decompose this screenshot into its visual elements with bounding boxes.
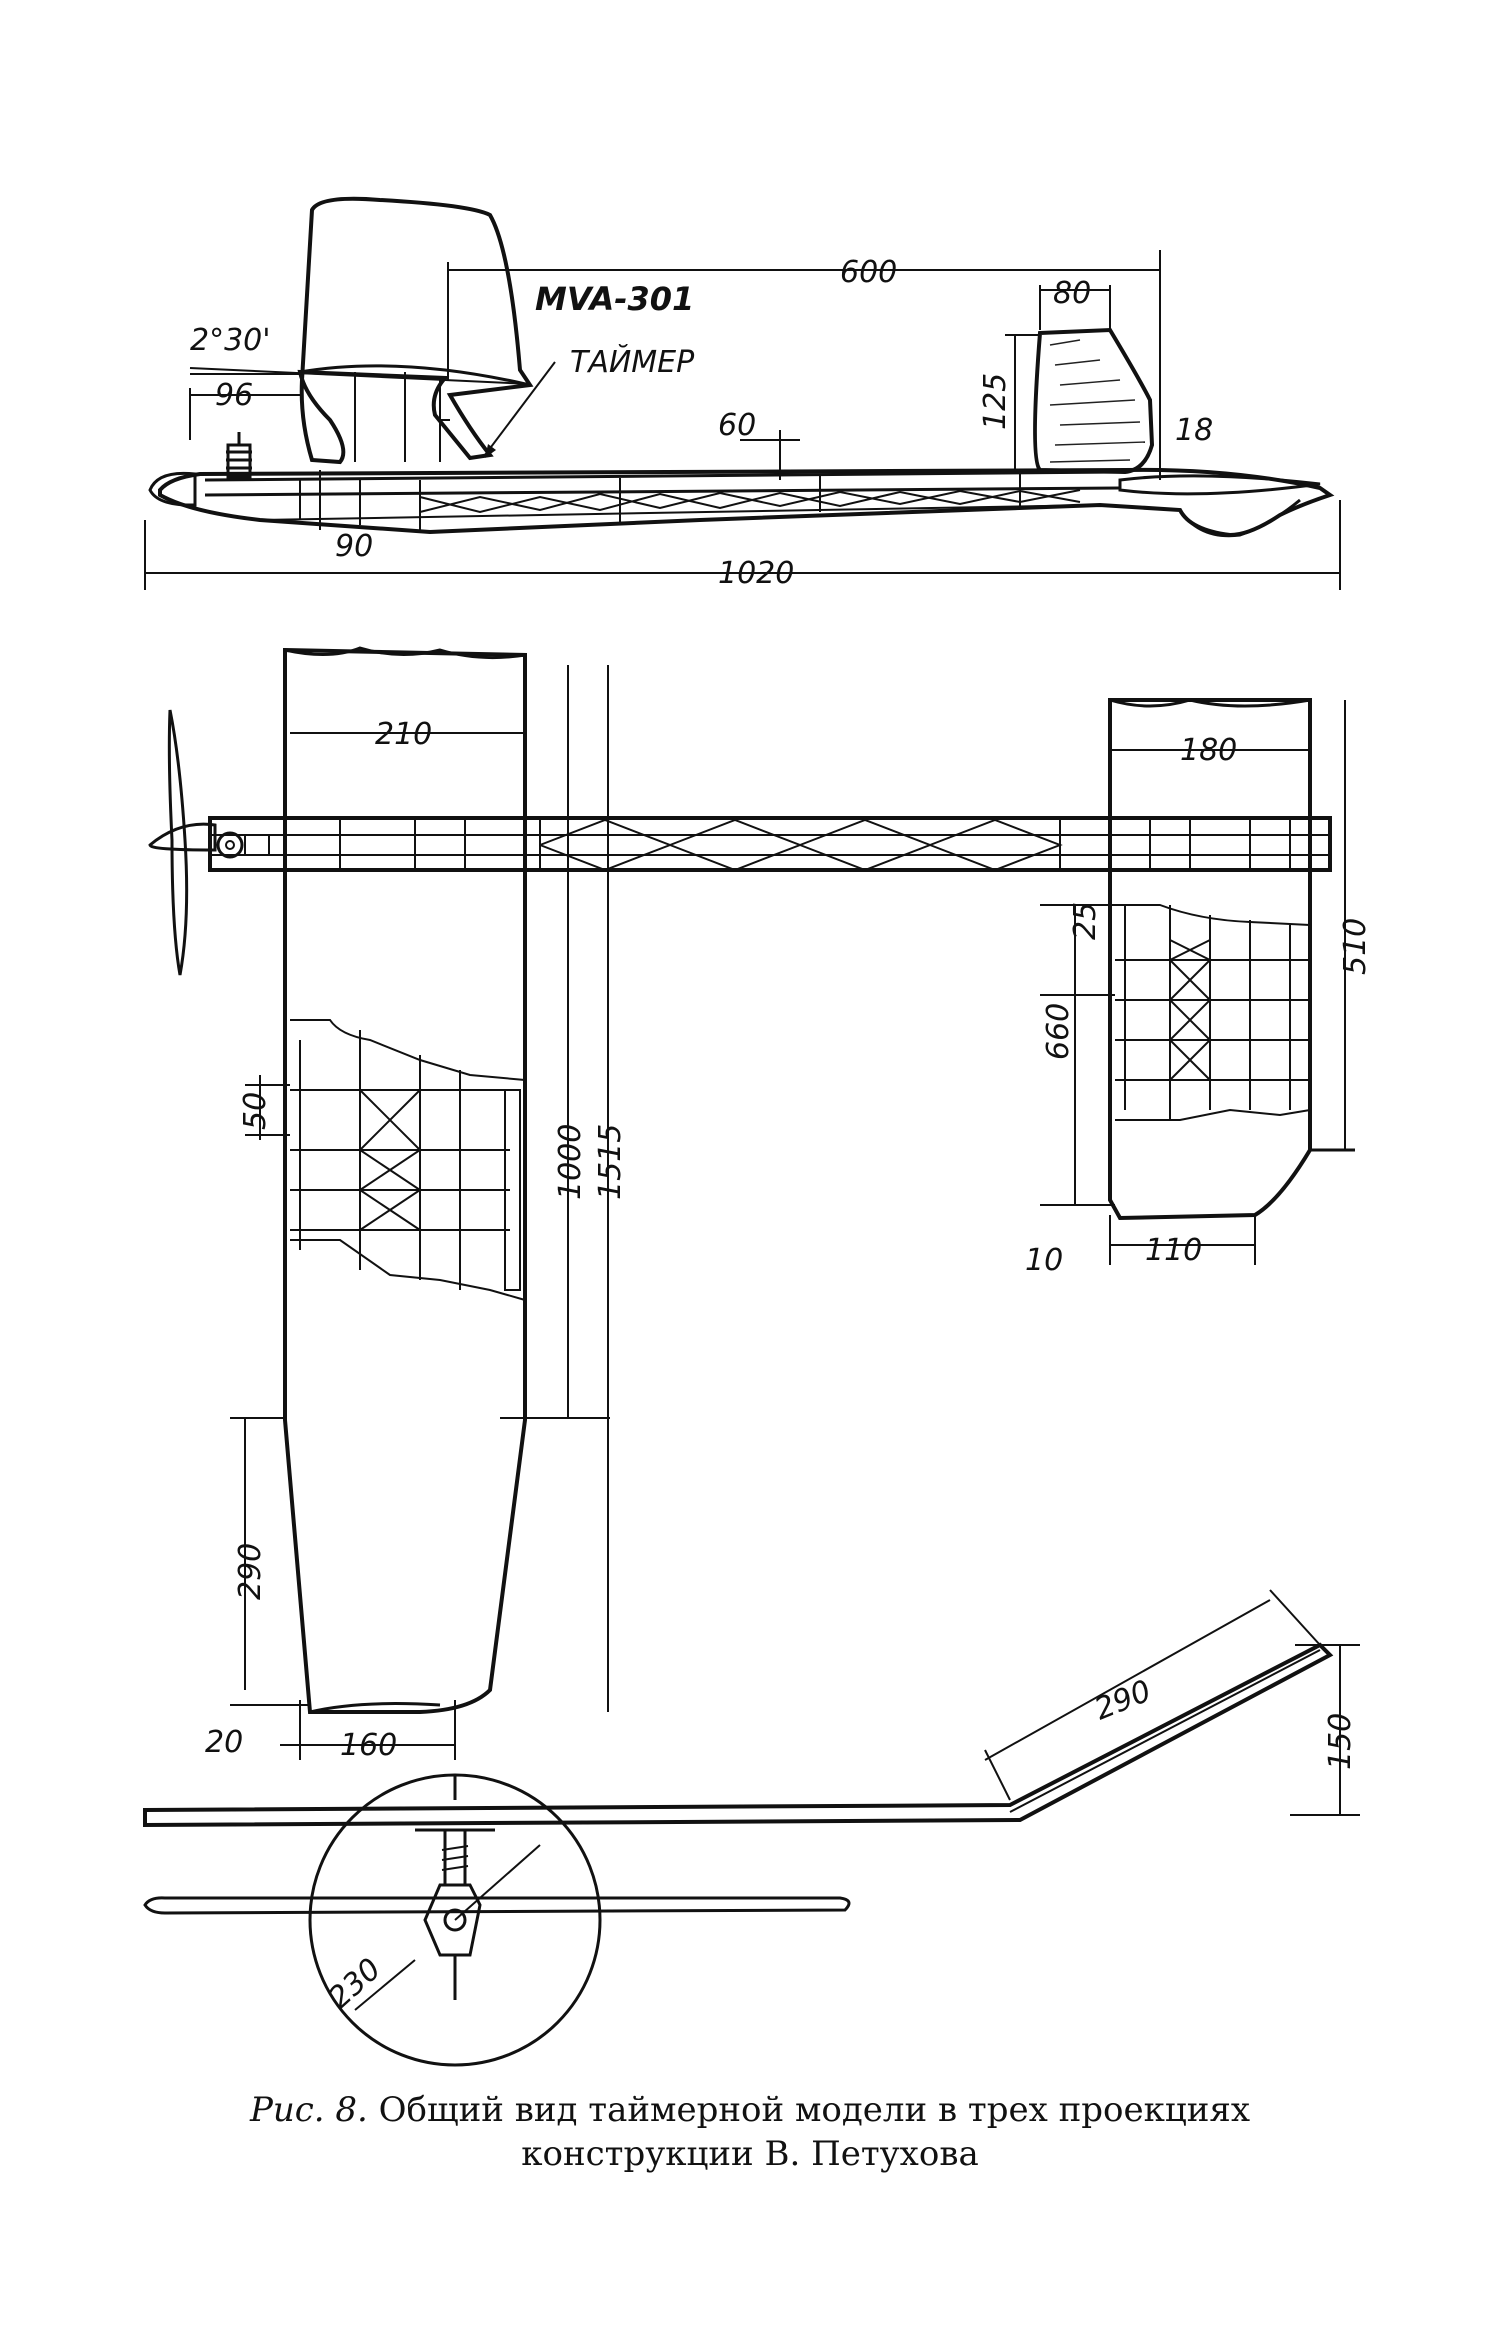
stabilizer-top [1108,698,1355,1221]
propeller-top [167,709,189,976]
caption-line-2: конструкции В. Петухова [521,2134,979,2174]
dim-290-tip: 290 [233,1543,268,1600]
dim-20: 20 [205,1725,243,1760]
dim-600: 600 [840,255,897,290]
dim-110: 110 [1145,1233,1202,1268]
dim-96: 96 [215,378,253,413]
figure-caption: Рис. 8. Общий вид таймерной модели в тре… [0,2088,1500,2176]
dim-1020: 1020 [718,556,794,591]
dim-150: 150 [1323,1713,1358,1770]
fuselage-truss [299,474,1081,530]
timer-pointer [484,361,556,458]
wing-pylon-side [297,196,534,465]
model-name-label: MVA-301 [535,280,694,318]
caption-text-1: Общий вид таймерной модели в трех проекц… [378,2090,1251,2130]
dim-160: 160 [340,1728,397,1763]
dim-25: 25 [1068,902,1103,940]
front-dimensions [354,1589,1360,2011]
dim-510: 510 [1338,918,1373,975]
stabilizer-side [1118,474,1321,496]
top-dimensions [230,665,1346,1760]
fuselage-top [208,816,1332,872]
side-dimensions [144,250,1341,590]
dim-10: 10 [1025,1243,1063,1278]
wing-front [143,1642,1334,1828]
side-view: MVA-301 ТАЙМЕР 2°30' 600 80 125 18 96 60… [144,196,1341,591]
dim-1000: 1000 [553,1124,588,1200]
stabilizer-front [143,1896,851,1915]
engine-side [226,432,252,479]
dim-290-dihedral: 290 [1090,1674,1156,1728]
dim-230: 230 [322,1952,388,2016]
dim-125: 125 [978,373,1013,430]
angle-label: 2°30' [190,323,271,358]
front-view: 290 150 230 [143,1589,1360,2067]
figure-label: Рис. 8. [249,2090,368,2130]
spinner-side [148,471,197,507]
dim-50: 50 [238,1092,273,1130]
dim-180: 180 [1180,733,1237,768]
top-view: 210 180 50 1000 1515 290 20 160 25 660 5… [148,646,1373,1763]
dim-210: 210 [375,717,432,752]
wing-top [283,646,527,1714]
dim-18: 18 [1175,413,1213,448]
dim-80: 80 [1053,276,1091,311]
skid-side [1178,498,1301,538]
stabilizer-ribs [1115,904,1311,1121]
timer-label: ТАЙМЕР [570,344,695,380]
caption-line-1: Рис. 8. Общий вид таймерной модели в тре… [0,2088,1500,2132]
fuselage-front [415,1775,495,2000]
dim-1515: 1515 [593,1124,628,1200]
dim-90: 90 [335,529,373,564]
wing-ribs [290,1019,526,1301]
dim-60: 60 [718,408,756,443]
spinner-top [148,822,217,852]
dim-660: 660 [1041,1003,1076,1060]
fin-side [1033,327,1155,475]
aircraft-three-view-drawing: MVA-301 ТАЙМЕР 2°30' 600 80 125 18 96 60… [143,196,1373,2067]
